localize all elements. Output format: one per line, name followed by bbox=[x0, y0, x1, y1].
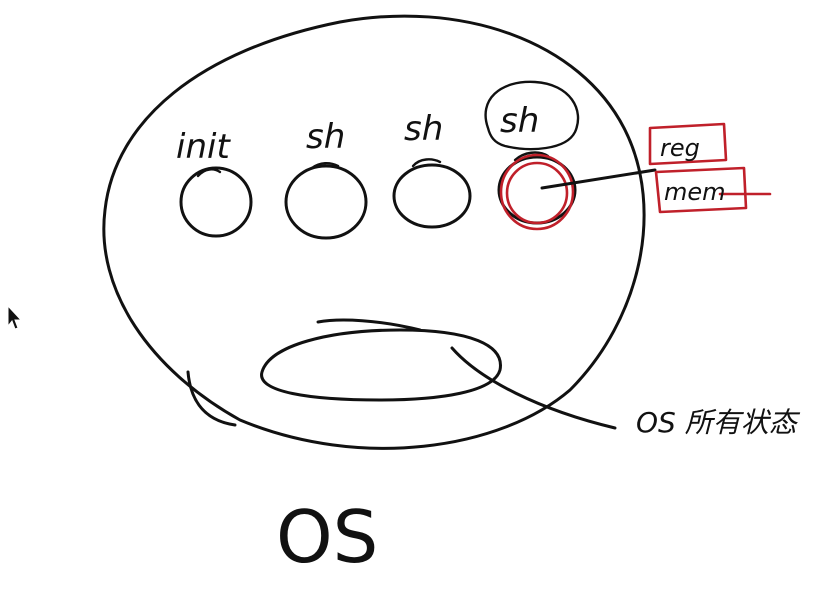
reg-label: reg bbox=[660, 134, 700, 162]
mem-label: mem bbox=[664, 178, 726, 206]
os-state-oval-top bbox=[316, 318, 422, 332]
label-highlight-circle bbox=[484, 80, 580, 151]
process-label-sh-3: sh bbox=[500, 101, 539, 141]
os-state-label: OS 所有状态 bbox=[636, 406, 801, 439]
process-circle-sh-1-tick bbox=[310, 162, 340, 170]
process-circle-sh-2 bbox=[392, 163, 472, 229]
process-label-sh-1: sh bbox=[306, 117, 345, 157]
state-pointer-line bbox=[540, 168, 657, 190]
process-circle-sh-2-tick bbox=[411, 158, 442, 168]
process-label-init: init bbox=[176, 127, 231, 167]
os-state-oval bbox=[260, 328, 502, 402]
mem-box bbox=[654, 166, 748, 214]
process-circle-init-tick bbox=[196, 168, 222, 178]
reg-box bbox=[648, 122, 728, 166]
process-circle-init bbox=[179, 166, 253, 238]
os-state-pointer-line bbox=[450, 346, 617, 430]
process-label-sh-2: sh bbox=[404, 109, 443, 149]
process-circle-sh-1 bbox=[284, 164, 368, 240]
os-title: OS bbox=[276, 495, 378, 579]
os-boundary-circle bbox=[102, 14, 646, 450]
os-boundary-tail bbox=[186, 370, 237, 427]
mouse-pointer-icon bbox=[7, 304, 23, 330]
highlight-circle-outer bbox=[499, 153, 575, 231]
highlight-circle-inner bbox=[505, 161, 569, 225]
